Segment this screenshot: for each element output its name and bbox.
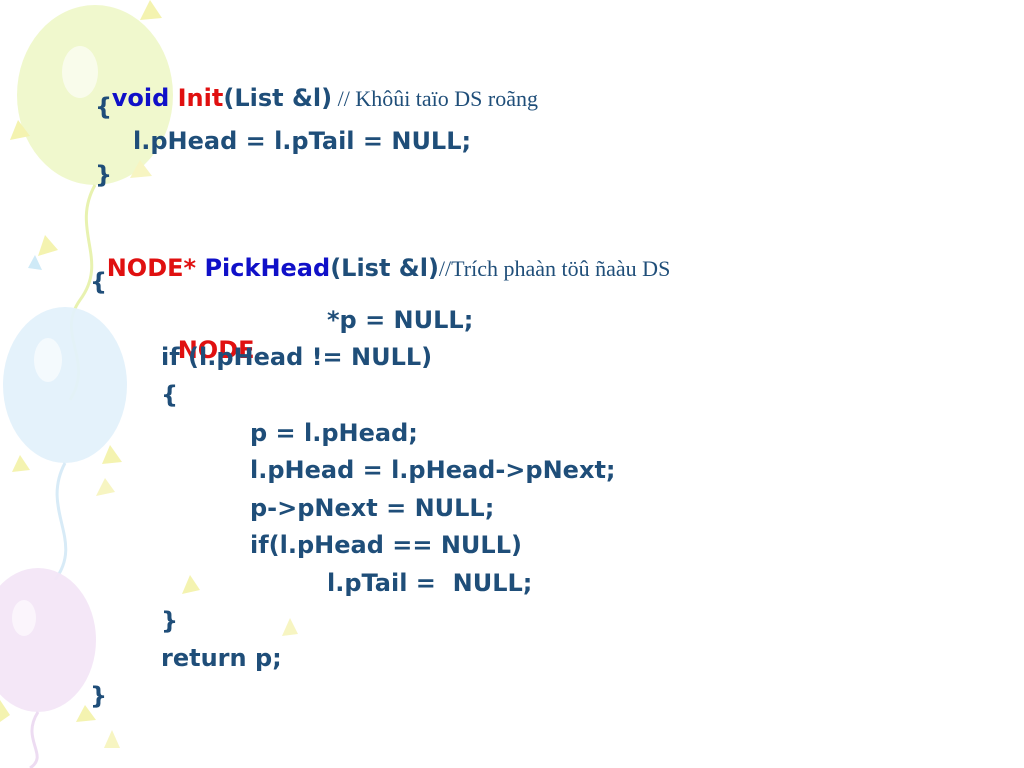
code-line-assign-p: p = l.pHead; bbox=[250, 419, 418, 447]
code-line-null-next: p->pNext = NULL; bbox=[250, 494, 495, 522]
code-line-pickhead-open: { bbox=[90, 268, 108, 296]
return-type-node: NODE* bbox=[106, 254, 197, 282]
code-line-inner-open: { bbox=[161, 381, 179, 409]
keyword-node: NODE bbox=[177, 336, 255, 364]
code-line-init-signature: void Init(List &l) // Khôûi taïo DS roãn… bbox=[95, 53, 538, 114]
code-line-init-body: l.pHead = l.pTail = NULL; bbox=[133, 127, 472, 155]
code-line-inner-close: } bbox=[161, 607, 179, 635]
function-name-pickhead: PickHead bbox=[204, 254, 331, 282]
code-line-tail-null: l.pTail = NULL; bbox=[327, 569, 533, 597]
code-line-if-not-null: if (l.pHead != NULL) bbox=[161, 343, 433, 371]
code-line-node-decl-rest: *p = NULL; bbox=[327, 306, 474, 334]
code-line-init-close: } bbox=[95, 161, 113, 189]
pickhead-params: (List &l) bbox=[330, 254, 439, 282]
code-line-node-decl: NODE bbox=[161, 305, 255, 365]
code-line-return: return p; bbox=[161, 644, 282, 672]
keyword-void: void bbox=[111, 84, 170, 112]
init-comment: // Khôûi taïo DS roãng bbox=[332, 86, 539, 111]
init-params: (List &l) bbox=[223, 84, 333, 112]
code-line-pickhead-close: } bbox=[90, 682, 108, 710]
code-line-advance-head: l.pHead = l.pHead->pNext; bbox=[250, 456, 616, 484]
code-line-pickhead-signature: NODE* PickHead(List &l)//Trích phaàn töû… bbox=[90, 223, 671, 284]
function-name-init: Init bbox=[177, 84, 224, 112]
code-line-if-empty: if(l.pHead == NULL) bbox=[250, 531, 522, 559]
code-line-init-open: { bbox=[95, 93, 113, 121]
pickhead-comment: //Trích phaàn töû ñaàu DS bbox=[438, 256, 671, 281]
